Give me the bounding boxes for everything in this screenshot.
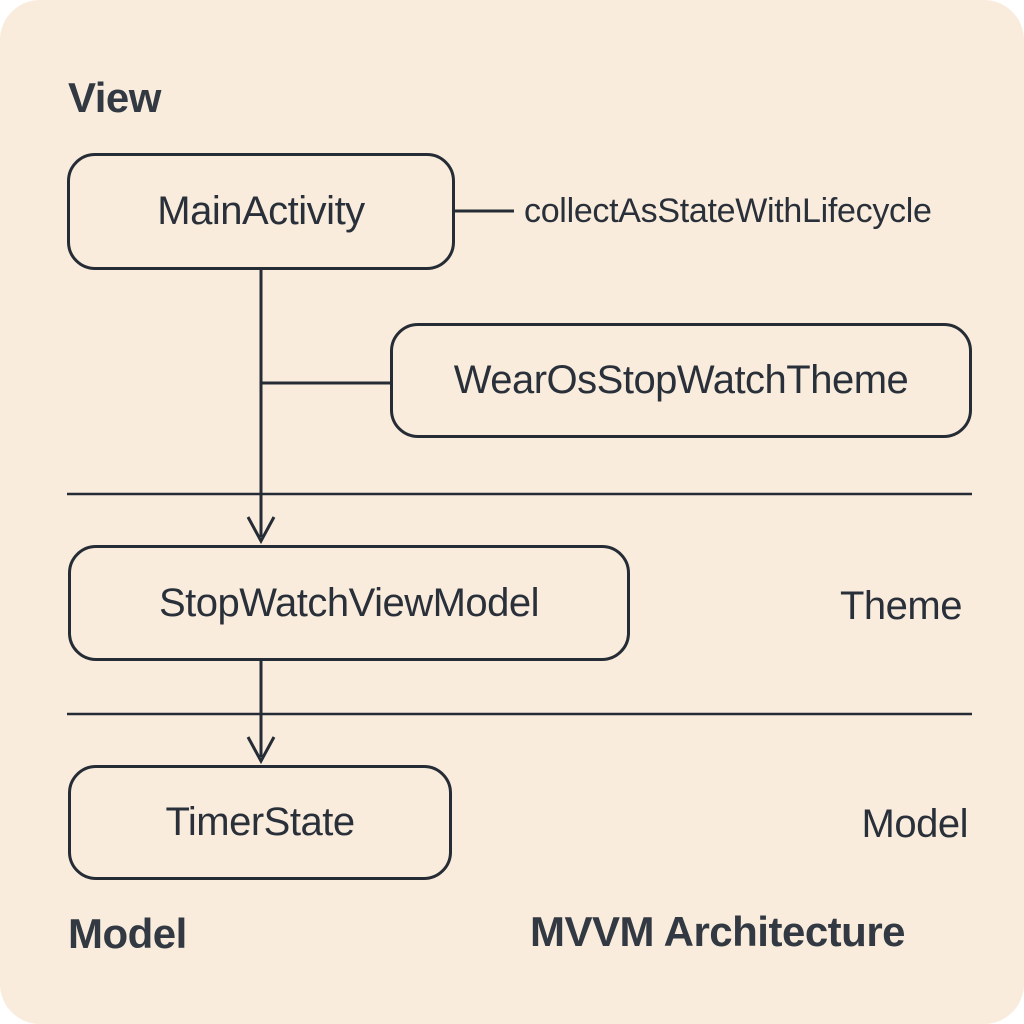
node-timer-state: TimerState: [68, 765, 452, 880]
node-wear-os-stopwatch-theme: WearOsStopWatchTheme: [390, 323, 972, 438]
node-label: StopWatchViewModel: [158, 580, 540, 625]
side-label-theme: Theme: [840, 584, 963, 628]
annotation-lifecycle: collectAsStateWithLifecycle: [524, 192, 932, 230]
section-heading-model: Model: [68, 910, 187, 957]
node-stopwatch-viewmodel: StopWatchViewModel: [68, 545, 630, 661]
node-label: WearOsStopWatchTheme: [453, 358, 909, 402]
node-main-activity: MainActivity: [67, 153, 455, 270]
node-label: TimerState: [165, 800, 355, 844]
arrowhead-icon: [246, 516, 276, 545]
arrowhead-icon: [246, 736, 276, 765]
node-label: MainActivity: [157, 189, 365, 233]
section-heading-view: View: [68, 74, 161, 121]
side-label-model: Model: [861, 802, 969, 846]
diagram-title: MVVM Architecture: [530, 908, 906, 955]
